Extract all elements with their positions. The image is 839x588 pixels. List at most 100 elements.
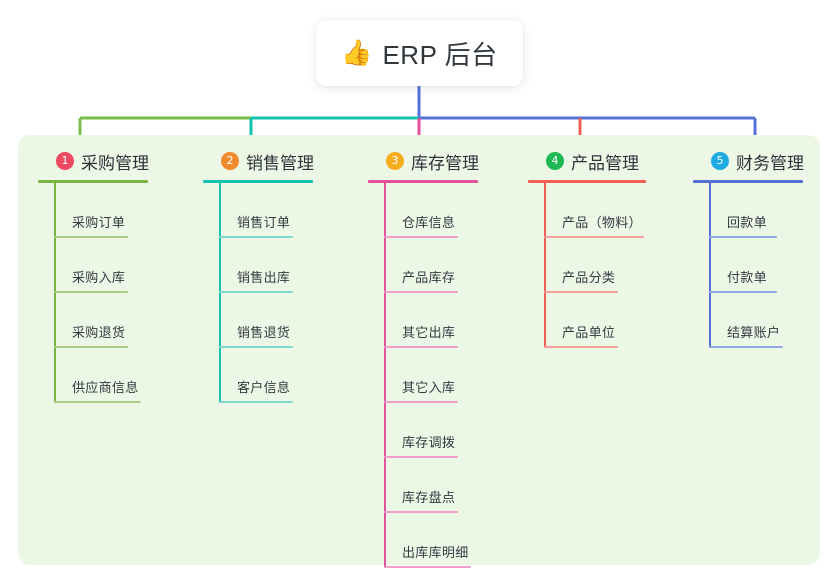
branch-header-rule xyxy=(693,180,803,183)
branch-title-label: 采购管理 xyxy=(81,153,149,173)
leaf-item[interactable]: 销售退货 xyxy=(203,293,314,348)
leaf-item-rule xyxy=(544,236,644,238)
leaf-item-rule xyxy=(54,346,128,348)
thumbs-up-icon: 👍 xyxy=(341,38,373,67)
leaf-item[interactable]: 销售订单 xyxy=(203,183,314,238)
root-node[interactable]: 👍 ERP 后台 xyxy=(316,20,523,86)
leaf-item[interactable]: 采购入库 xyxy=(38,238,149,293)
leaf-item[interactable]: 产品分类 xyxy=(528,238,646,293)
leaf-item-label: 库存盘点 xyxy=(402,490,456,505)
branch-title-label: 库存管理 xyxy=(411,153,479,173)
leaf-item-label: 其它出库 xyxy=(402,325,456,340)
branch-column-2: 2 销售管理销售订单销售出库销售退货客户信息 xyxy=(203,148,314,403)
leaf-item[interactable]: 库存盘点 xyxy=(368,458,479,513)
branch-header-rule xyxy=(203,180,313,183)
leaf-item[interactable]: 回款单 xyxy=(693,183,804,238)
leaf-item-label: 产品库存 xyxy=(402,270,456,285)
leaf-item-rule xyxy=(384,456,458,458)
leaf-item-rule xyxy=(384,566,471,568)
leaf-item-rule xyxy=(219,401,293,403)
branch-leaf-list: 产品（物料） 产品分类产品单位 xyxy=(528,183,646,348)
leaf-item-label: 产品分类 xyxy=(562,270,616,285)
branch-number-badge: 5 xyxy=(711,152,729,170)
branch-title-label: 产品管理 xyxy=(571,153,639,173)
leaf-item-rule xyxy=(709,291,777,293)
leaf-item[interactable]: 销售出库 xyxy=(203,238,314,293)
leaf-item-rule xyxy=(709,346,783,348)
leaf-item-rule xyxy=(384,291,458,293)
branch-header-5[interactable]: 5 财务管理 xyxy=(693,148,804,174)
leaf-item-label: 结算账户 xyxy=(727,325,781,340)
branch-column-1: 1 采购管理采购订单采购入库采购退货供应商信息 xyxy=(38,148,149,403)
leaf-item[interactable]: 产品单位 xyxy=(528,293,646,348)
leaf-item-label: 采购退货 xyxy=(72,325,126,340)
leaf-item-label: 产品（物料） xyxy=(562,215,642,230)
leaf-item[interactable]: 采购订单 xyxy=(38,183,149,238)
leaf-item-rule xyxy=(384,346,458,348)
branch-leaf-list: 回款单付款单结算账户 xyxy=(693,183,804,348)
branch-header-1[interactable]: 1 采购管理 xyxy=(38,148,149,174)
leaf-item[interactable]: 结算账户 xyxy=(693,293,804,348)
leaf-item-label: 付款单 xyxy=(727,270,767,285)
branch-title-label: 财务管理 xyxy=(736,153,804,173)
branch-leaf-list: 采购订单采购入库采购退货供应商信息 xyxy=(38,183,149,403)
leaf-item-rule xyxy=(709,236,777,238)
branch-number-badge: 4 xyxy=(546,152,564,170)
branch-number-badge: 3 xyxy=(386,152,404,170)
leaf-item-label: 销售退货 xyxy=(237,325,291,340)
branch-header-4[interactable]: 4 产品管理 xyxy=(528,148,646,174)
leaf-item-label: 其它入库 xyxy=(402,380,456,395)
branch-spine xyxy=(219,183,221,403)
leaf-item-label: 库存调拨 xyxy=(402,435,456,450)
leaf-item-label: 销售出库 xyxy=(237,270,291,285)
leaf-item-rule xyxy=(219,291,293,293)
branch-spine xyxy=(384,183,386,568)
branch-spine xyxy=(544,183,546,348)
leaf-item-rule xyxy=(384,236,458,238)
leaf-item-rule xyxy=(54,401,141,403)
leaf-item-rule xyxy=(54,291,128,293)
branch-header-2[interactable]: 2 销售管理 xyxy=(203,148,314,174)
leaf-item-label: 仓库信息 xyxy=(402,215,456,230)
leaf-item[interactable]: 供应商信息 xyxy=(38,348,149,403)
leaf-item-rule xyxy=(219,236,293,238)
leaf-item[interactable]: 库存调拨 xyxy=(368,403,479,458)
leaf-item[interactable]: 出库库明细 xyxy=(368,513,479,568)
branch-number-badge: 1 xyxy=(56,152,74,170)
leaf-item[interactable]: 产品库存 xyxy=(368,238,479,293)
branch-leaf-list: 销售订单销售出库销售退货客户信息 xyxy=(203,183,314,403)
leaf-item[interactable]: 付款单 xyxy=(693,238,804,293)
branch-column-5: 5 财务管理回款单付款单结算账户 xyxy=(693,148,804,348)
branch-column-4: 4 产品管理产品（物料） 产品分类产品单位 xyxy=(528,148,646,348)
branch-leaf-list: 仓库信息产品库存其它出库其它入库库存调拨库存盘点出库库明细 xyxy=(368,183,479,568)
leaf-item[interactable]: 其它出库 xyxy=(368,293,479,348)
leaf-item-label: 销售订单 xyxy=(237,215,291,230)
leaf-item-rule xyxy=(544,291,618,293)
branch-header-rule xyxy=(38,180,148,183)
branch-spine xyxy=(709,183,711,348)
leaf-item-rule xyxy=(544,346,618,348)
branch-header-rule xyxy=(368,180,478,183)
branch-column-3: 3 库存管理仓库信息产品库存其它出库其它入库库存调拨库存盘点出库库明细 xyxy=(368,148,479,568)
leaf-item[interactable]: 仓库信息 xyxy=(368,183,479,238)
leaf-item-label: 采购入库 xyxy=(72,270,126,285)
leaf-item-rule xyxy=(219,346,293,348)
branch-spine xyxy=(54,183,56,403)
branch-title-label: 销售管理 xyxy=(246,153,314,173)
leaf-item-label: 供应商信息 xyxy=(72,380,139,395)
leaf-item-label: 出库库明细 xyxy=(402,545,469,560)
branch-header-3[interactable]: 3 库存管理 xyxy=(368,148,479,174)
branches-panel xyxy=(18,135,820,565)
leaf-item-rule xyxy=(54,236,128,238)
leaf-item[interactable]: 客户信息 xyxy=(203,348,314,403)
leaf-item[interactable]: 采购退货 xyxy=(38,293,149,348)
leaf-item-label: 产品单位 xyxy=(562,325,616,340)
branch-header-rule xyxy=(528,180,646,183)
branch-number-badge: 2 xyxy=(221,152,239,170)
leaf-item-label: 采购订单 xyxy=(72,215,126,230)
leaf-item-label: 客户信息 xyxy=(237,380,291,395)
leaf-item[interactable]: 其它入库 xyxy=(368,348,479,403)
leaf-item[interactable]: 产品（物料） xyxy=(528,183,646,238)
leaf-item-rule xyxy=(384,401,458,403)
